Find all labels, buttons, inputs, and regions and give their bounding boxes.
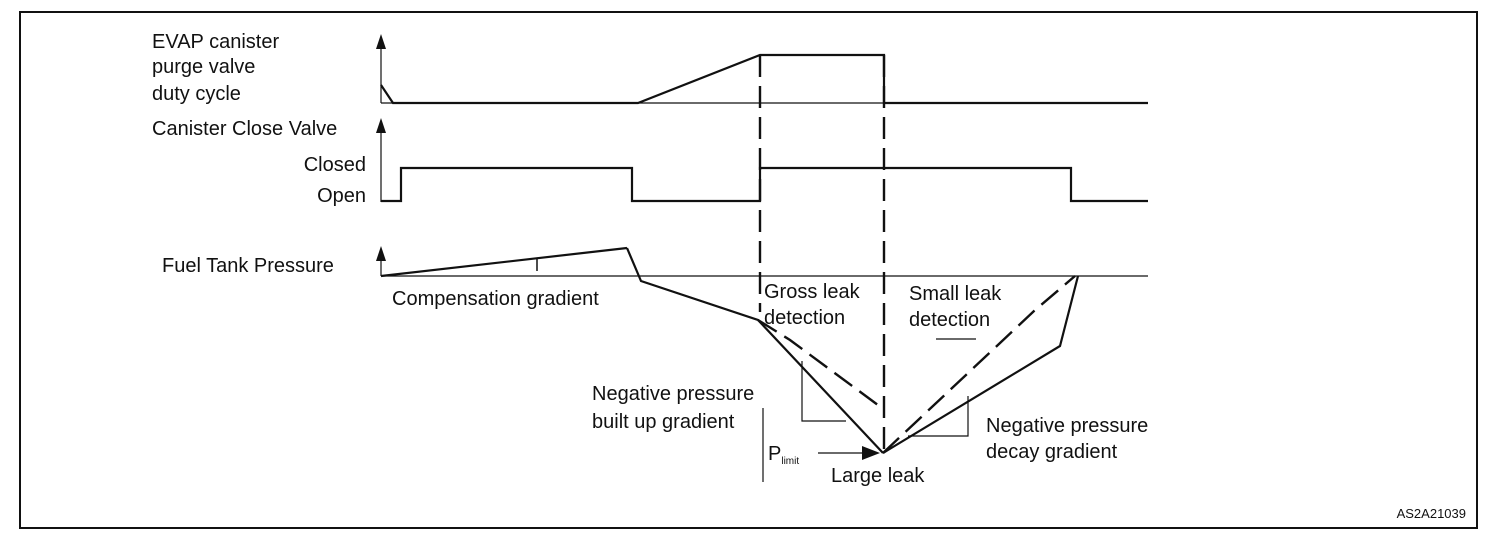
close-valve-state-closed: Closed [304,154,366,176]
fuel-tank-section: Fuel Tank Pressure Compensation gradient… [162,246,1148,487]
fuel-tank-label: Fuel Tank Pressure [162,255,334,277]
gross-leak-label-line2: detection [764,307,845,329]
large-leak-label: Large leak [831,465,925,487]
purge-valve-axis-arrow [376,34,386,49]
small-leak-decay-dashed [882,275,1076,454]
figure-frame [19,11,1478,529]
purge-valve-label-line1: EVAP canister [152,31,279,53]
neg-pressure-decay-label-line2: decay gradient [986,441,1118,463]
small-leak-build-dashed [757,318,883,409]
decay-gradient-bracket [908,396,969,437]
small-leak-label-line1: Small leak [909,283,1002,305]
neg-pressure-built-label-line2: built up gradient [592,411,735,433]
small-leak-label-line2: detection [909,309,990,331]
pressure-build-trace [625,247,884,454]
p-limit-subscript: limit [781,456,799,467]
gross-leak-label-line1: Gross leak [764,281,861,303]
p-limit-main: P [768,443,781,465]
purge-valve-label-line2: purge valve [152,56,255,78]
purge-valve-trace [380,53,1148,105]
purge-valve-section: EVAP canister purge valve duty cycle [152,31,1148,105]
close-valve-axis-arrow [376,118,386,133]
pressure-decay-trace [882,275,1080,454]
build-gradient-bracket [801,361,846,422]
purge-valve-label-line3: duty cycle [152,83,241,105]
compensation-gradient-label: Compensation gradient [392,288,599,310]
close-valve-trace [381,166,1148,203]
p-limit-label: Plimit [768,443,799,467]
compensation-ramp [380,246,628,278]
close-valve-section: Canister Close Valve Closed Open [152,118,1148,207]
neg-pressure-decay-label-line1: Negative pressure [986,415,1148,437]
close-valve-label: Canister Close Valve [152,118,337,140]
figure-id: AS2A21039 [1397,506,1466,521]
neg-pressure-built-label-line1: Negative pressure [592,383,754,405]
fuel-tank-axis-arrow [376,246,386,261]
p-limit-arrowhead [862,446,880,460]
close-valve-state-open: Open [317,185,366,207]
